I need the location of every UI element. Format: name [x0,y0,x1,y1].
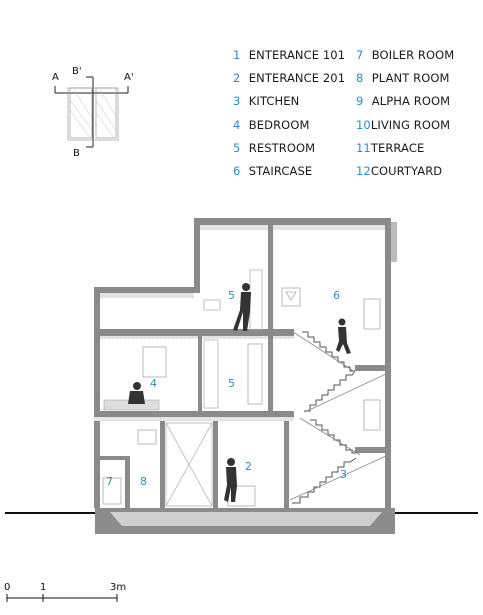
legend-item-11: 11TERRACE [356,141,425,155]
keymap-label-b: B [73,148,80,159]
room-label-5-upper: 5 [228,289,235,302]
legend-item-12: 12COURTYARD [356,164,443,178]
scale-label-3m: 3m [110,582,127,593]
scale-label-1: 1 [40,582,47,593]
legend-item-5: 5 RESTROOM [233,141,316,155]
legend-item-9: 9 ALPHA ROOM [356,94,451,108]
room-label-2: 2 [245,460,252,473]
room-label-5-mid: 5 [228,377,235,390]
legend-item-7: 7 BOILER ROOM [356,48,455,62]
legend-item-4: 4 BEDROOM [233,118,310,132]
legend-item-8: 8 PLANT ROOM [356,71,450,85]
legend-item-2: 2 ENTERANCE 201 [233,71,346,85]
keymap-label-a-prime: A' [124,72,134,83]
keymap-label-b-prime: B' [72,66,82,77]
legend-item-1: 1 ENTERANCE 101 [233,48,346,62]
room-label-8: 8 [140,475,147,488]
legend-item-6: 6 STAIRCASE [233,164,313,178]
room-label-4: 4 [150,377,157,390]
person-figures [128,283,351,502]
legend-item-10: 10LIVING ROOM [356,118,451,132]
room-label-3: 3 [340,468,347,481]
room-label-7: 7 [106,475,113,488]
room-label-6: 6 [333,289,340,302]
keymap-label-a: A [52,72,59,83]
scale-label-0: 0 [4,582,11,593]
legend-item-3: 3 KITCHEN [233,94,300,108]
